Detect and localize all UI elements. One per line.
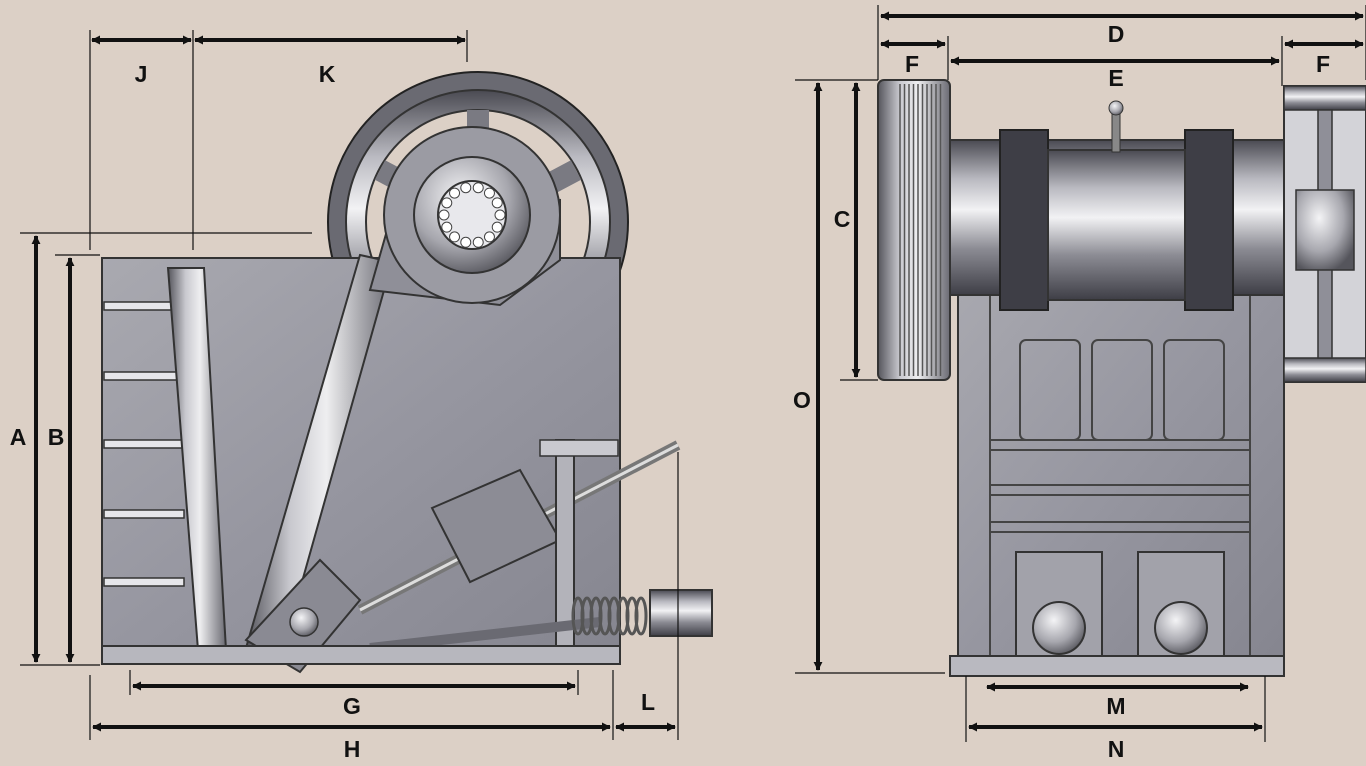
- label-e: E: [1108, 65, 1123, 91]
- label-f-right: F: [1316, 51, 1330, 77]
- label-j: J: [135, 61, 148, 87]
- front-spring-housings: [1015, 551, 1225, 661]
- bearing-ball: [438, 209, 450, 221]
- bearing-ball: [483, 187, 495, 199]
- bearing-ball: [491, 197, 503, 209]
- label-g: G: [343, 693, 361, 719]
- label-b: B: [48, 424, 65, 450]
- eccentric-bearing: [383, 126, 561, 304]
- label-m: M: [1106, 693, 1125, 719]
- bearing-ball: [441, 221, 453, 233]
- side-spring: [571, 596, 648, 636]
- bearing-ball: [449, 231, 461, 243]
- label-c: C: [834, 206, 851, 232]
- bearing-balls: [438, 182, 506, 248]
- label-k: K: [319, 61, 336, 87]
- bearing-ball: [472, 236, 484, 248]
- dimension-lines: [20, 5, 1366, 742]
- side-view: [101, 71, 713, 674]
- dimension-labels: J K A B G H L D F E F C O M N: [10, 21, 1330, 762]
- label-n: N: [1108, 736, 1125, 761]
- bearing-ball: [491, 221, 503, 233]
- bearing-ball: [494, 209, 506, 221]
- pulley-grooves: [899, 84, 942, 376]
- lower-rod: [369, 617, 601, 653]
- front-frame: [957, 269, 1285, 671]
- label-l: L: [641, 689, 655, 715]
- label-a: A: [10, 424, 27, 450]
- bearing-ball: [460, 236, 472, 248]
- front-view: [877, 79, 1366, 677]
- label-o: O: [793, 387, 811, 413]
- bearing-ball: [441, 197, 453, 209]
- label-d: D: [1108, 21, 1125, 47]
- front-frame-ribs: [989, 290, 1251, 655]
- bearing-ball: [472, 182, 484, 194]
- bearing-ball: [460, 182, 472, 194]
- label-f-left: F: [905, 51, 919, 77]
- bearing-ball: [483, 231, 495, 243]
- label-h: H: [344, 736, 361, 761]
- spring-coil: [634, 596, 648, 636]
- bearing-ball: [449, 187, 461, 199]
- front-flywheel: [1283, 85, 1366, 383]
